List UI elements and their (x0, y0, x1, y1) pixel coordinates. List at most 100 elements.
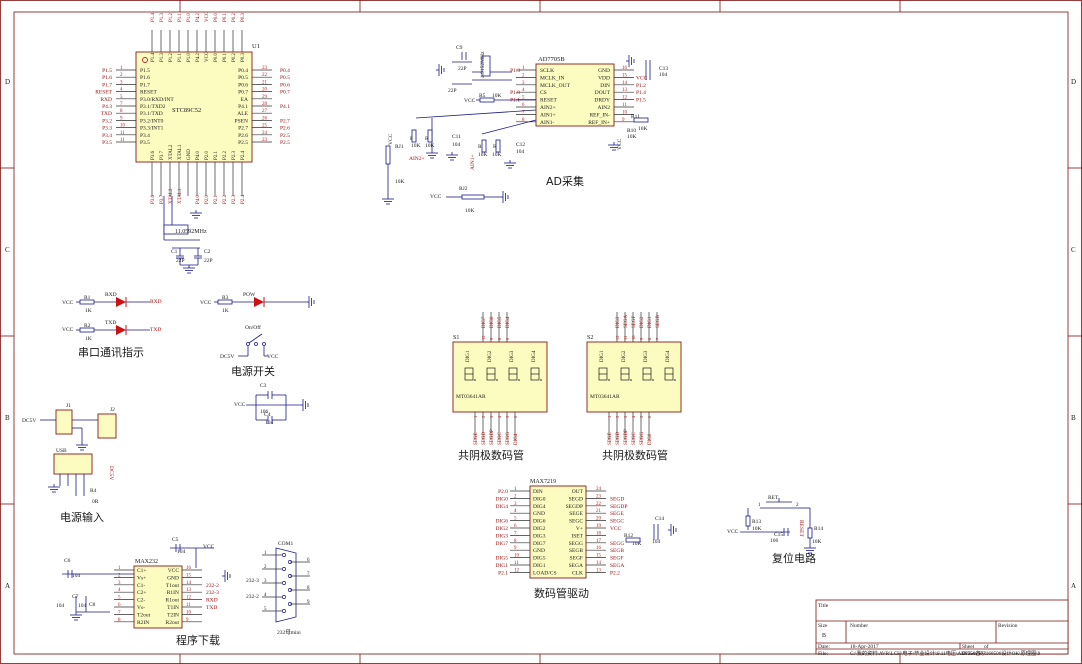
pin-number: 7 (522, 110, 525, 115)
pin-name: P1.5 (140, 68, 150, 74)
net-label: SEGC (632, 432, 637, 445)
net-label: DIG6 (490, 316, 495, 328)
pin-name: PSEN (235, 118, 248, 124)
pin-name: C1+ (137, 568, 147, 574)
pin-number: 21 (596, 509, 602, 514)
pin-number: 7 (120, 102, 123, 107)
section-reset-title: 复位电路 (772, 551, 816, 565)
net-label: DIG7 (482, 316, 487, 328)
adc-r5: R5 (479, 93, 486, 99)
net-label: 232-2 (206, 583, 219, 589)
pin-number: 14 (622, 81, 628, 86)
pin-number: 11 (514, 561, 519, 566)
adc-ain2-net: AIN2+ (409, 156, 425, 162)
net-label: P0.2 (232, 12, 237, 22)
net-label: P2.6 (280, 126, 290, 132)
net-label: P0.1 (223, 12, 228, 22)
pin-number: 17 (596, 539, 602, 544)
adc-vcc2: VCC (617, 138, 623, 150)
pin-number: 11 (622, 103, 627, 108)
net-label: P0.6 (280, 82, 290, 88)
net-label: SEGDP (490, 429, 495, 445)
pin-number: 5 (514, 517, 517, 522)
pin-name: T2IN (167, 612, 179, 618)
net-label: DIG4 (495, 504, 508, 510)
pin-number: 4 (497, 415, 502, 418)
digit-label: DIG3 (644, 350, 649, 362)
pin-name: GND (187, 149, 192, 160)
pin-name: DIG5 (533, 556, 546, 562)
pin-name: P1.0 (187, 52, 192, 62)
pin-name: CLK (572, 570, 583, 576)
section-power-switch-title: 电源开关 (231, 364, 275, 378)
pin-name: C1- (137, 583, 145, 589)
power-switch-vcc: VCC (267, 354, 279, 360)
adc-c11-val: 104 (452, 142, 461, 148)
pin-number: 24 (262, 131, 268, 136)
pin-name: SEGDP (566, 504, 583, 510)
adc-r11-val: 10K (638, 126, 648, 132)
pin-number: 11 (186, 603, 191, 608)
net-label: P0.4 (280, 68, 290, 74)
net-label: P4.1 (280, 104, 290, 110)
net-label: P1.0 (510, 90, 520, 96)
pin-number: 20 (596, 517, 602, 522)
pin-number: 8 (118, 618, 121, 623)
max232-c5-val: 104 (177, 549, 186, 555)
pin-number: 8 (647, 337, 652, 340)
com-pin-number: 9 (307, 600, 310, 605)
net-label: RESET (95, 90, 112, 96)
pin-number: 22 (262, 73, 268, 78)
net-label: P3.4 (102, 133, 112, 139)
pin-name: P4.1 (238, 104, 248, 110)
pin-name: P3.1/TXD2 (140, 104, 166, 110)
net-label: DIG6 (495, 519, 508, 525)
serial-vcc3: VCC (200, 300, 212, 306)
pin-name: R1out (166, 598, 180, 604)
pin-number: 23 (596, 494, 602, 499)
adc-vcc: VCC (464, 98, 476, 104)
net-label: DIG3 (495, 533, 508, 539)
serial-vcc1: VCC (62, 300, 74, 306)
adc-r9-val: 10K (492, 152, 502, 158)
pin-number: 12 (186, 596, 192, 601)
pin-name: OUT (572, 489, 584, 495)
adc-r8: R8 (478, 144, 485, 150)
net-label: P1.6 (102, 75, 112, 81)
pin-number: 20 (262, 88, 268, 93)
reset-net: RESET (798, 520, 804, 537)
seven-seg-digit: DIG1 (598, 350, 610, 381)
serial-rxd-led: RXD (105, 292, 117, 298)
adc-rj1-val: 10K (395, 179, 405, 185)
power-input-j1: J1 (66, 403, 71, 409)
pin-number: 16 (186, 566, 192, 571)
pin-number: 5 (118, 596, 121, 601)
adc-c12: C12 (516, 142, 525, 148)
net-label: P1.3 (510, 68, 520, 74)
pin-name: P1.3 (160, 52, 165, 62)
pin-name: XTAL2 (169, 144, 174, 160)
pin-name: P3.6 (151, 150, 156, 160)
pin-number: 8 (120, 109, 123, 114)
power-input-r4: R4 (90, 488, 97, 494)
pin-number: 6 (522, 103, 525, 108)
max232-c7: C7 (72, 594, 79, 600)
frame-row-a-left: A (5, 582, 10, 590)
net-label: XTAL1 (178, 188, 183, 204)
pin-number: 5 (639, 415, 644, 418)
pin-number: 3 (522, 81, 525, 86)
section-program-title: 程序下载 (176, 633, 220, 647)
adc-c11: C11 (452, 134, 461, 140)
pin-number: 4 (631, 415, 636, 418)
serial-vcc2: VCC (62, 327, 74, 333)
power-switch-dc5v: DC5V (220, 354, 234, 360)
net-label: DIG2 (640, 316, 645, 328)
